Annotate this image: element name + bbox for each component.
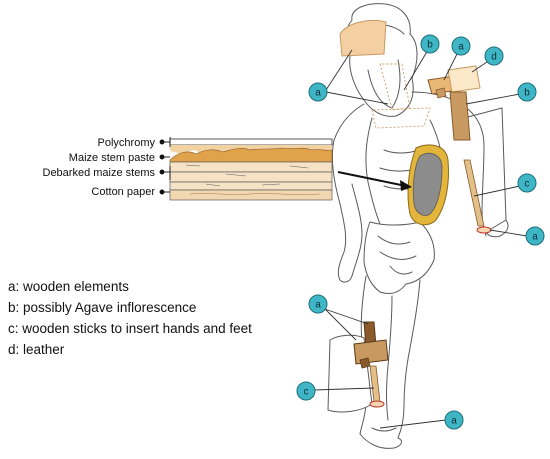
marker-label: b xyxy=(524,88,530,99)
marker-label: c xyxy=(525,179,530,190)
legend-item-d: d: leather xyxy=(8,342,65,357)
layer-label-stems: Debarked maize stems xyxy=(43,167,156,179)
layer-label-paste: Maize stem paste xyxy=(69,152,155,164)
leader-lines xyxy=(313,49,528,429)
layer-label-paper: Cotton paper xyxy=(91,186,155,198)
layer-label-polychromy: Polychromy xyxy=(98,137,156,149)
marker-label: a xyxy=(315,300,321,311)
marker-neck-b: b xyxy=(420,34,440,54)
leg-wooden-element xyxy=(353,321,389,369)
marker-leg-c: c xyxy=(296,381,316,401)
legend-item-c: c: wooden sticks to insert hands and fee… xyxy=(8,321,252,336)
marker-shoulder-a: a xyxy=(451,36,471,56)
torso-cavity xyxy=(407,144,449,226)
legend-item-a: a: wooden elements xyxy=(8,279,129,294)
arm-wooden-stick xyxy=(463,159,485,227)
legend: a: wooden elements b: possibly Agave inf… xyxy=(8,276,252,360)
marker-foot-a: a xyxy=(444,410,464,430)
marker-wrist-a: a xyxy=(525,226,545,246)
arm-wooden-element xyxy=(449,91,471,141)
marker-leg-a: a xyxy=(308,294,328,314)
marker-label: a xyxy=(532,232,538,243)
section-arrow xyxy=(337,171,412,191)
head-wooden-piece xyxy=(339,20,387,57)
wrist-ring xyxy=(476,226,492,234)
marker-head-a: a xyxy=(308,82,328,102)
layer-cross-section xyxy=(169,138,333,201)
leg-wooden-stick xyxy=(369,365,385,408)
legend-item-b: b: possibly Agave inflorescence xyxy=(8,300,197,315)
marker-label: c xyxy=(304,387,309,398)
shoulder-leather xyxy=(447,65,481,93)
torso-inner-structure xyxy=(371,63,431,129)
layer-connectors xyxy=(159,137,171,195)
marker-arm-b: b xyxy=(517,82,537,102)
marker-label: a xyxy=(451,416,457,427)
marker-label: a xyxy=(315,88,321,99)
marker-arm-c: c xyxy=(517,173,537,193)
marker-shoulder-d: d xyxy=(484,46,504,66)
marker-label: d xyxy=(491,52,497,63)
marker-label: b xyxy=(427,40,433,51)
marker-label: a xyxy=(458,42,464,53)
